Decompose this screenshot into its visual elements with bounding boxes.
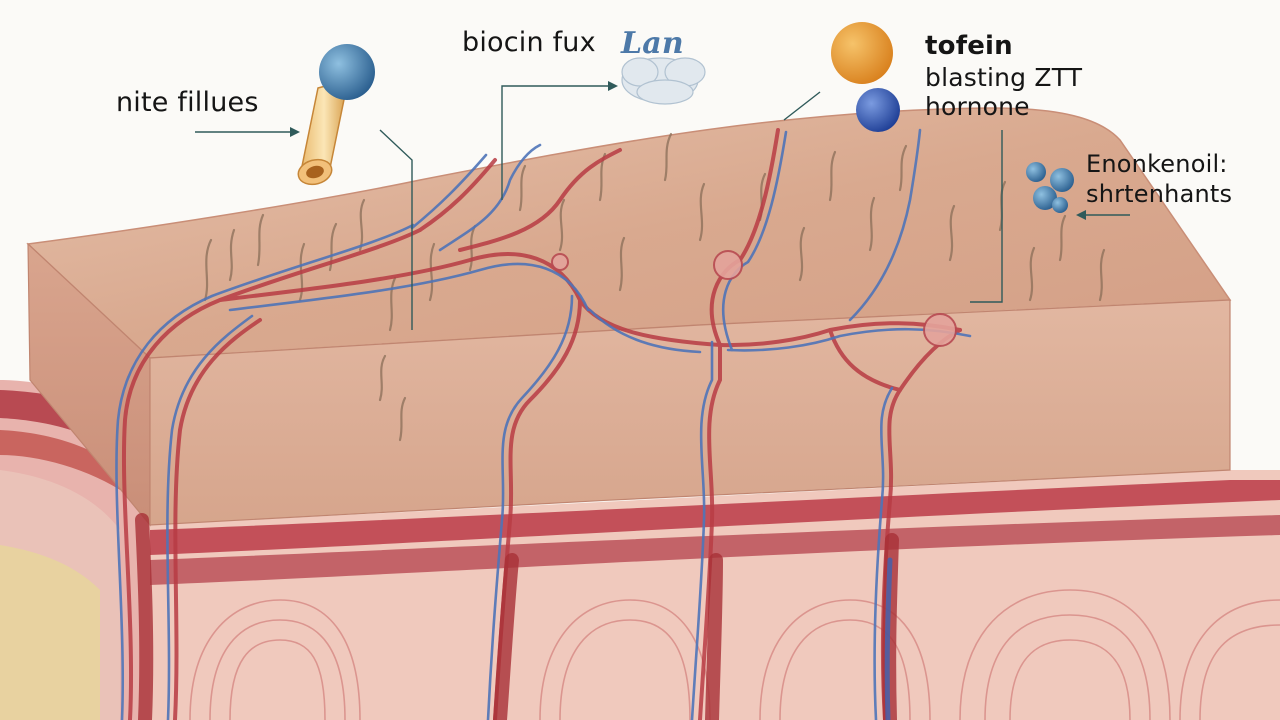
label-blasting-ztt: blasting ZTT — [925, 63, 1083, 92]
label-biocin-fux: biocin fux — [462, 27, 596, 58]
label-tofein: tofein — [925, 31, 1013, 61]
blue-molecule-icon — [319, 44, 375, 100]
pointer-arrowheads — [290, 81, 1086, 220]
cloud-icon — [621, 57, 706, 105]
dark-blue-molecule-icon — [856, 88, 900, 132]
blood-vessels — [115, 128, 972, 720]
label-shrtenhants: shrtenhants — [1086, 180, 1233, 208]
label-nite-fillues: nite fillues — [116, 87, 259, 118]
label-lan: Lan — [621, 26, 684, 61]
molecule-cluster-icon — [1026, 162, 1074, 213]
pointer-lines — [195, 85, 1130, 330]
dermis-layers — [0, 380, 1280, 720]
label-enonkenoil: Enonkenoil: — [1086, 150, 1228, 178]
epidermis-front-face — [149, 299, 1231, 526]
orange-molecule-icon — [831, 22, 893, 84]
label-hormone: hornone — [925, 92, 1030, 121]
